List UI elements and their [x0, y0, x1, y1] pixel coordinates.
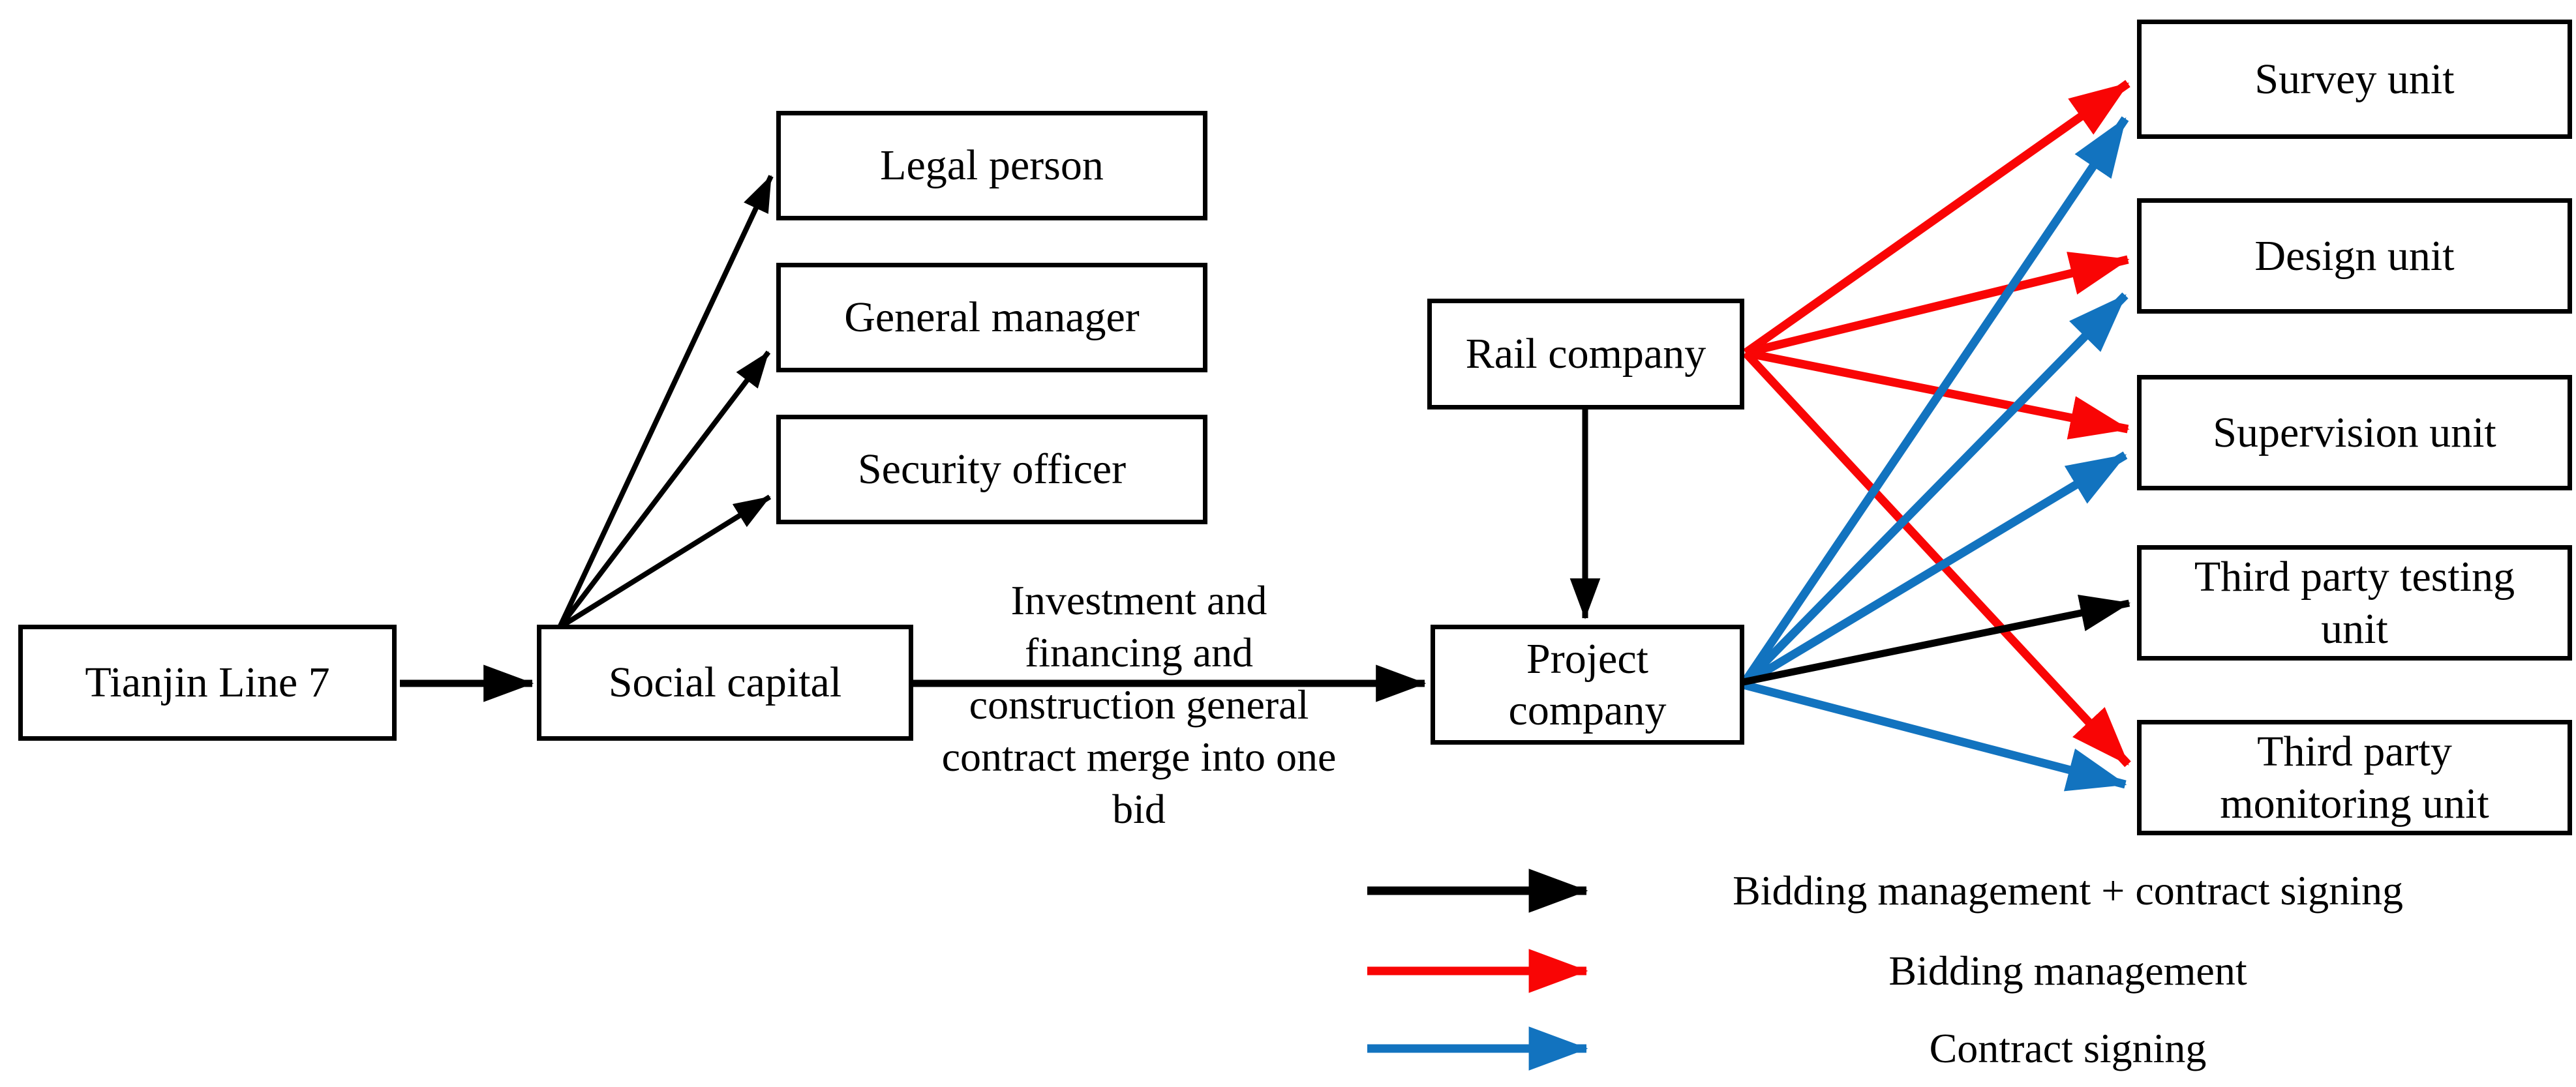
- node-survey-unit: Survey unit: [2137, 20, 2572, 139]
- node-label: Supervision unit: [2213, 408, 2496, 456]
- edge-project-to-testing: [1742, 594, 2131, 686]
- edge-annotation-investment-bid: Investment and financing and constructio…: [891, 574, 1387, 835]
- node-label-line: Third party testing: [2194, 553, 2515, 601]
- legend-label-bidding-contract: Bidding management + contract signing: [1733, 867, 2403, 914]
- node-label: Design unit: [2254, 231, 2455, 280]
- node-label: Social capital: [608, 659, 842, 707]
- node-security-officer: Security officer: [776, 415, 1207, 524]
- edge-project-to-survey: [1739, 116, 2129, 687]
- edge-social-to-manager: [557, 350, 771, 629]
- edge-project-to-supervision: [1740, 451, 2128, 689]
- node-legal-person: Legal person: [776, 111, 1207, 220]
- edge-rail-to-design: [1744, 252, 2130, 357]
- node-project-company: Project company: [1431, 625, 1744, 745]
- legend-label-bidding: Bidding management: [1888, 947, 2247, 994]
- node-supervision-unit: Supervision unit: [2137, 375, 2572, 490]
- node-label: Survey unit: [2254, 55, 2455, 103]
- node-label: Rail company: [1465, 330, 1706, 378]
- edge-social-to-security: [558, 494, 772, 630]
- node-label-line: company: [1508, 687, 1667, 734]
- node-rail-company: Rail company: [1427, 299, 1744, 409]
- legend-label-contract: Contract signing: [1929, 1025, 2207, 1071]
- node-label: General manager: [844, 293, 1140, 342]
- edge-project-to-monitoring: [1742, 680, 2127, 792]
- edge-project-to-design: [1740, 292, 2129, 688]
- node-label-line: unit: [2321, 604, 2388, 653]
- edge-annotation-line: bid: [1112, 786, 1166, 832]
- node-label-line: monitoring unit: [2220, 779, 2489, 827]
- node-label: Security officer: [857, 445, 1127, 494]
- node-design-unit: Design unit: [2137, 198, 2572, 314]
- node-label-line: Third party: [2257, 728, 2452, 776]
- edge-rail-to-monitoring: [1742, 350, 2131, 767]
- edge-social-to-legal: [557, 175, 774, 629]
- node-label-line: Project: [1526, 634, 1648, 683]
- node-third-party-monitoring-unit: Third party monitoring unit: [2137, 720, 2572, 835]
- edge-annotation-line: financing and: [1024, 629, 1254, 676]
- node-label: Tianjin Line 7: [85, 659, 330, 707]
- edge-rail-to-survey: [1743, 80, 2130, 357]
- node-tianjin-line-7: Tianjin Line 7: [18, 625, 397, 741]
- node-social-capital: Social capital: [537, 625, 913, 741]
- node-third-party-testing-unit: Third party testing unit: [2137, 545, 2572, 661]
- node-label: Legal person: [880, 141, 1104, 190]
- edge-annotation-line: Investment and: [1010, 577, 1267, 623]
- edge-annotation-line: construction general: [969, 681, 1309, 728]
- node-general-manager: General manager: [776, 263, 1207, 372]
- edge-annotation-line: contract merge into one: [941, 734, 1337, 780]
